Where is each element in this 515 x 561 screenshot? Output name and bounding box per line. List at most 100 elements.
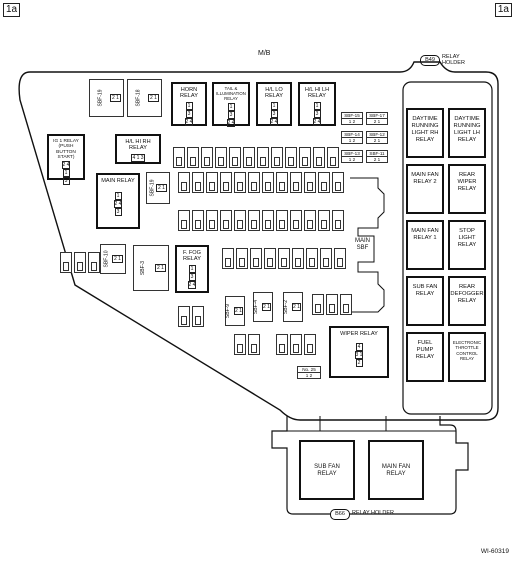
tail-relay-pin-24: 2 4 [226,119,236,128]
fuse-left-1 [60,252,72,273]
sbf-3: SBF-3 2 1 [133,245,169,291]
right-relay-r3-c1-label: MAIN FAN RELAY 1 [411,228,439,241]
mini-fuse-r2-9 [290,172,302,193]
mini-fuse-r1-12 [327,147,339,168]
right-relay-r2-c2: REAR WIPER RELAY [448,164,486,214]
main-sbf-label: MAIN SBF [355,238,370,251]
mini-fuse-r2-2 [192,172,204,193]
tail-relay-pin-1: 1 [227,103,235,112]
sbf-2-pins: 2 1 [292,303,301,311]
hl-lo-relay-pin-1: 1 [270,101,278,110]
mini-fuse-r4-7 [306,248,318,269]
right-relay-r1-c2: DAYTIME RUNNING LIGHT LH RELAY [448,108,486,158]
right-relay-r1-c1-label: DAYTIME RUNNING LIGHT RH RELAY [411,116,439,143]
mini-fuse-r1-10 [299,147,311,168]
holder-main-fan-relay-label: MAIN FAN RELAY [381,464,411,477]
right-relay-r4-c2-label: REAR DEFOGGER RELAY [450,284,484,304]
fuse-lower-4 [326,294,338,315]
mini-fuse-r4-2 [236,248,248,269]
sbf-3-label: SBF-3 [140,260,147,276]
sbf-17-label: SBF-17 [369,113,385,118]
fuse-lower-8 [276,334,288,355]
holder-sub-fan-relay-label: SUB FAN RELAY [314,464,340,477]
mini-fuse-r1-5 [229,147,241,168]
sbf-11-pins: 2 1 [367,156,387,162]
sbf-3-pins: 2 1 [155,264,166,272]
b66-connector-label: RELAY HOLDER [352,510,394,516]
holder-main-fan-relay: MAIN FAN RELAY [368,440,424,500]
front-fog-relay-label: F. FOG RELAY [182,250,202,263]
right-relay-r2-c2-label: REAR WIPER RELAY [457,172,477,192]
mini-fuse-r2-7 [262,172,274,193]
mini-fuse-r4-6 [292,248,304,269]
mini-fuse-r1-2 [187,147,199,168]
hl-hi-lh-relay-label: H/L HI LH RELAY [304,87,330,100]
fuse-left-3 [88,252,100,273]
sbf-18-pins: 2 1 [148,94,159,102]
hl-lo-relay-pin-3: 3 [270,109,278,118]
mini-fuse-r4-4 [264,248,276,269]
fuse-lower-3 [312,294,324,315]
mini-fuse-r4-5 [278,248,290,269]
figure-id: WI-60319 [480,548,509,555]
b66-connector-code: B66 [330,509,350,520]
sbf-9-label: SBF-9 [225,303,232,319]
sbf-18: SBF-18 2 1 [127,79,162,117]
mini-fuse-r1-6 [243,147,255,168]
right-relay-r3-c2-label: STOP LIGHT RELAY [457,228,477,248]
sbf-14-pins: 1 2 [342,137,362,143]
horn-relay-pin-3: 3 [185,109,193,118]
right-relay-r5-c1: FUEL PUMP RELAY [406,332,444,382]
tail-relay-pin-3: 3 [227,111,235,120]
fuse-lower-5 [340,294,352,315]
corner-tag-right: 1a [494,3,512,17]
sbf-11-label: SBF-11 [369,151,385,156]
mini-fuse-r2-3 [206,172,218,193]
hl-hi-rh-relay: H/L HI RH RELAY 4 1 3 [115,134,161,164]
mini-fuse-r2-6 [248,172,260,193]
sbf-9-pins: 2 1 [234,307,243,315]
mini-fuse-r1-11 [313,147,325,168]
b49-connector-code: B49 [420,55,440,66]
right-relay-r4-c1: SUB FAN RELAY [406,276,444,326]
horn-relay-label: HORN RELAY [180,87,198,100]
ig1-relay-label: IG 1 RELAY (PUSH BUTTON START) [53,139,79,160]
front-fog-relay-pin-24: 2 4 [187,280,197,289]
mini-fuse-r4-1 [222,248,234,269]
right-relay-r3-c1: MAIN FAN RELAY 1 [406,220,444,270]
main-relay-pin-24: 2 4 [113,200,123,209]
mini-fuse-r3-5 [234,210,246,231]
mini-fuse-r4-9 [334,248,346,269]
mini-fuse-r1-9 [285,147,297,168]
sbf-10-label: SBF-10 [103,250,110,268]
sbf-10-pins: 2 1 [112,255,123,263]
mb-label: M/B [258,50,271,57]
sbf-9: SBF-9 2 1 [225,296,245,326]
sbf-4: SBF-4 2 1 [253,292,273,322]
mini-fuse-r3-2 [192,210,204,231]
sbf-18-label: SBF-18 [135,89,142,107]
ig1-relay-pin-3: 3 [62,177,70,186]
wiper-relay-pin-31: 3 1 [354,351,364,360]
horn-relay-pin-24: 2 4 [184,117,194,126]
right-relay-r2-c1: MAIN FAN RELAY 2 [406,164,444,214]
mini-fuse-r2-11 [318,172,330,193]
holder-sub-fan-relay: SUB FAN RELAY [299,440,355,500]
sbf-19-mid-label: SBF-19 [149,179,156,197]
fuse-left-2 [74,252,86,273]
sbf-15-pins: 1 2 [342,118,362,124]
mini-fuse-r3-4 [220,210,232,231]
fuse-no-25-pins: 1 2 [298,372,320,378]
mini-fuse-r4-3 [250,248,262,269]
sbf-2: SBF-2 2 1 [283,292,303,322]
sbf-10: SBF-10 2 1 [100,244,126,274]
mini-fuse-r1-1 [173,147,185,168]
mini-fuse-r1-7 [257,147,269,168]
b49-connector-label: RELAY HOLDER [442,54,465,66]
fuse-lower-6 [234,334,246,355]
main-relay-pin-3: 3 [114,208,122,217]
ig1-relay-pin-1: 1 [62,169,70,178]
